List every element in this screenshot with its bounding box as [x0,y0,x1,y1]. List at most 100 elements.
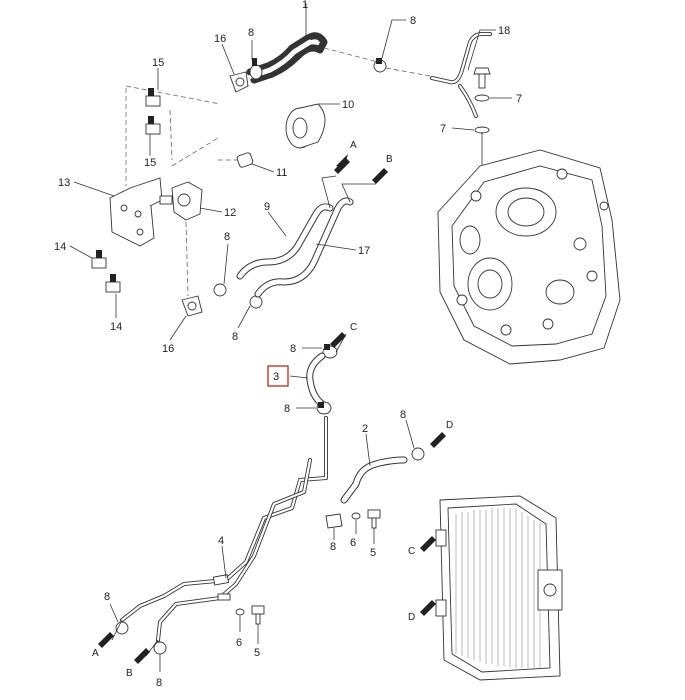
bolt-14-lower[interactable] [105,274,121,293]
callout-14-lower: 14 [110,321,122,333]
callout-15-lower: 15 [144,157,156,169]
bolt-6-5-upper[interactable] [351,509,381,529]
callout-8-hose3-top: 8 [290,343,296,355]
arrow-C-top [330,332,346,348]
callout-2: 2 [362,423,368,435]
callout-8-hose2: 8 [400,409,406,421]
bolt-15-lower[interactable] [145,116,161,135]
leader-16a [221,43,235,75]
transmission-housing [437,149,621,365]
callout-8-lower-bottom: 8 [156,677,162,689]
callout-8-left-lower: 8 [232,331,238,343]
leader-13 [73,181,115,197]
fitting-16-top[interactable] [229,71,249,93]
callout-4: 4 [218,535,224,547]
callout-1: 1 [302,0,308,11]
callout-3[interactable]: 3 [273,371,279,383]
dash-bracket [125,85,221,186]
arrow-label-B-top: B [386,154,393,165]
leader-12 [199,207,223,213]
arrow-C-radiator [420,536,436,552]
dash-2 [385,67,431,77]
arrow-label-B-bottom: B [126,668,133,679]
callout-8-lower-left: 8 [104,591,110,603]
callout-8-left: 8 [224,231,230,243]
callout-11: 11 [276,167,287,179]
bolt-6-5-lower[interactable] [235,605,265,625]
hose-2[interactable] [340,456,408,504]
callout-12: 12 [224,207,236,219]
arrow-A-bottom [98,632,114,648]
arrow-D-top [430,432,446,448]
fitting-16-lower[interactable] [181,295,203,317]
callout-9: 9 [264,201,270,213]
dash-12 [171,137,240,297]
leader-8h [109,603,119,623]
bolt-washer-7[interactable] [473,67,491,134]
arrow-A-top [334,150,352,174]
leader-8d [237,305,251,329]
leader-AB-top [321,175,376,209]
arrow-B-bottom [134,648,150,664]
clamp-8-left-lower[interactable] [249,295,263,309]
leader-7b [451,127,475,131]
clamp-8-hose3-top[interactable] [322,344,338,359]
leader-2 [365,433,371,467]
callout-10: 10 [342,99,354,111]
leader-8b [381,19,406,59]
dash-1 [323,47,379,63]
leader-18 [467,29,496,71]
callout-7-lower: 7 [440,123,446,135]
callout-18: 18 [498,25,510,37]
callout-17: 17 [358,245,370,257]
pipe-4[interactable] [120,416,328,642]
hose-9[interactable] [236,203,334,280]
callout-16-lower: 16 [162,343,174,355]
hose-3[interactable] [306,352,326,408]
arrow-label-C-radiator: C [408,546,415,557]
callout-7-upper: 7 [516,93,522,105]
clip-8-middle[interactable] [325,513,343,529]
clamp-8-left[interactable] [213,283,227,297]
highlight-box-3 [267,365,289,387]
leader-11 [251,163,275,173]
clamp-8-hose2[interactable] [411,447,425,461]
callout-13: 13 [58,177,70,189]
leader-16b [169,315,187,341]
callout-16-top: 16 [214,33,226,45]
filter-10[interactable] [285,103,326,149]
callout-8-top: 8 [248,27,254,39]
callout-5-lower: 5 [254,647,260,659]
arrow-label-A-bottom: A [92,648,99,659]
leader-14a [69,245,93,259]
clamp-8-lower-left[interactable] [115,621,129,635]
arrow-label-D-top: D [446,420,453,431]
valve-12[interactable] [159,181,203,221]
radiator [435,495,563,681]
callout-5-upper: 5 [370,547,376,559]
clamp-8-upper-right[interactable] [373,58,387,73]
clamp-8-hose3-bottom[interactable] [316,401,332,415]
hose-17[interactable] [254,197,354,298]
bracket-13[interactable] [109,177,163,247]
hose-1[interactable] [246,32,328,84]
arrow-label-A-top: A [350,140,357,151]
clamp-8-lower-bottom[interactable] [153,641,167,655]
bolt-15-upper[interactable] [145,88,161,107]
part-11[interactable] [236,152,254,168]
callout-6-upper: 6 [350,537,356,549]
bolt-14-upper[interactable] [91,250,107,269]
clamp-8-top[interactable] [249,58,263,80]
leader-AB-bottom [111,619,159,657]
arrow-B-top [372,168,388,184]
callout-8-middle: 8 [330,541,336,553]
callout-14-upper: 14 [54,241,66,253]
arrow-D-radiator [420,600,436,616]
leader-8c [223,243,229,285]
callout-8-upper-right: 8 [410,15,416,27]
leader-17 [315,243,357,251]
arrow-label-C-top: C [350,322,357,333]
callout-6-lower: 6 [236,637,242,649]
callout-8-hose3-bottom: 8 [284,403,290,415]
